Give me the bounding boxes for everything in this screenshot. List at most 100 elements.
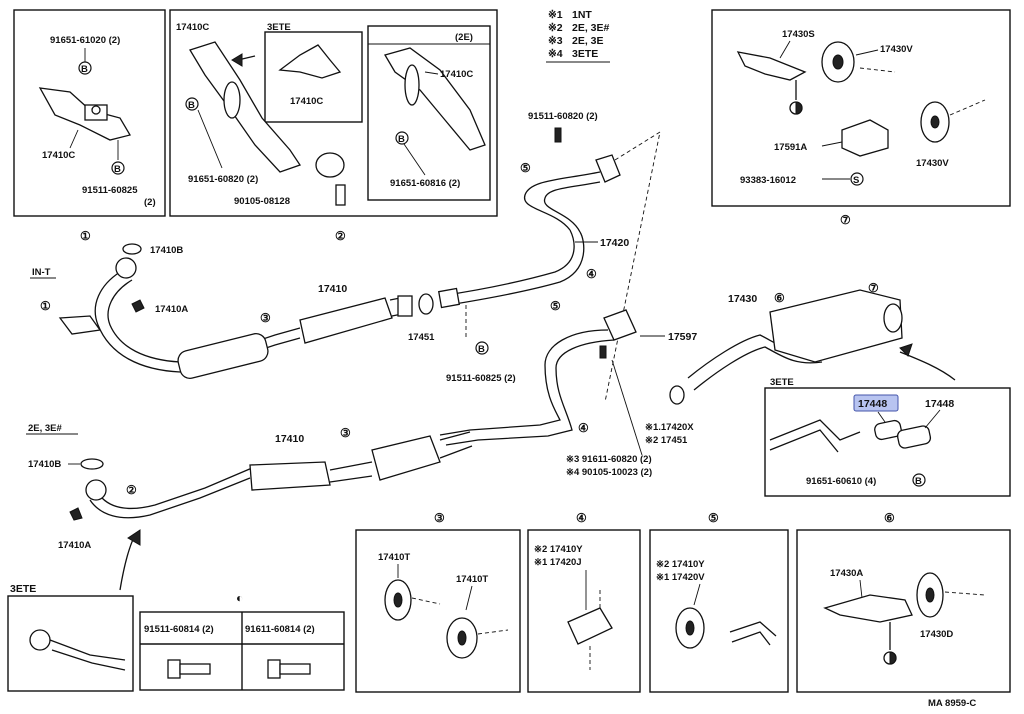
part-17410-main[interactable]: 17410 [318,283,347,295]
drawing-reference: MA 8959-C [928,698,976,709]
part-17410y-b[interactable]: ※2 17410Y [656,559,705,570]
legend-1-mark: ※1 [548,9,563,21]
part-17430a[interactable]: 17430A [830,568,863,579]
part-17420x[interactable]: ※1.17420X [645,422,694,433]
flange-17597[interactable] [603,309,637,341]
callout-4-b: ④ [578,421,589,435]
legend-4-text: 3ETE [572,48,598,60]
part-91651-60610[interactable]: 91651-60610 (4) [806,476,876,487]
part-17410c-a[interactable]: 17410C [176,22,209,33]
mark-s: S [853,175,859,186]
part-17591a[interactable]: 17591A [774,142,807,153]
part-17410a[interactable]: 17410A [155,304,188,315]
main-muffler-17430[interactable] [769,289,903,363]
callout-4-box: ④ [576,511,587,525]
callout-1: ① [80,229,91,243]
mark-b-2: B [114,164,121,175]
rubber-mount-4[interactable] [567,607,613,645]
callout-5-box: ⑤ [708,511,719,525]
part-90105-10023[interactable]: ※4 90105-10023 (2) [566,467,652,478]
part-91611-60820[interactable]: ※3 91611-60820 (2) [566,454,652,465]
part-91511-60820[interactable]: 91511-60820 (2) [528,111,598,122]
legend-3-text: 2E, 3E [572,35,604,47]
legend-4-mark: ※4 [548,48,563,60]
part-17597[interactable]: 17597 [668,331,697,343]
part-17420v[interactable]: ※1 17420V [656,572,705,583]
part-91511-60825[interactable]: 91511-60825 [82,185,138,196]
part-17410t-b[interactable]: 17410T [456,574,488,585]
bracket-3ete[interactable] [278,44,342,79]
part-17410-b[interactable]: 17410 [275,433,304,445]
callout-1-main: ① [40,299,51,313]
label-3ete: 3ETE [10,583,36,595]
part-17420[interactable]: 17420 [600,237,629,249]
callout-6-main: ⑥ [774,291,785,305]
legend-2-text: 2E, 3E# [572,22,610,34]
sub-title-3ete: 3ETE [267,22,291,33]
main-exhaust-assembly: IN-T ① 17410B 17410A ③ 17410 17451 B 915… [7,111,956,692]
part-90105-08128[interactable]: 90105-08128 [234,196,290,207]
part-17410b-2[interactable]: 17410B [28,459,61,470]
part-17430v[interactable]: 17430V [880,44,913,55]
part-17430v-b[interactable]: 17430V [916,158,949,169]
callout-3-b: ③ [340,426,351,440]
part-17410y[interactable]: ※2 17410Y [534,544,583,555]
mark-b-main: B [478,344,485,355]
part-17410a-2[interactable]: 17410A [58,540,91,551]
sub-muffler-17410[interactable] [299,297,393,344]
label-in-t: IN-T [32,267,51,278]
damper-17591a[interactable] [841,119,889,157]
callout-5-a: ⑤ [520,161,531,175]
sub-title-2e: (2E) [455,32,473,43]
part-17420j[interactable]: ※1 17420J [534,557,582,568]
detail-box-5: ⑤ ※2 17410Y ※1 17420V [649,511,789,693]
callout-5-b: ⑤ [550,299,561,313]
part-17430[interactable]: 17430 [728,293,757,305]
detail-box-4: ④ ※2 17410Y ※1 17420J [527,511,641,693]
part-17451-b[interactable]: ※2 17451 [645,435,688,446]
callout-7-main: ⑦ [868,281,879,295]
part-17448-highlight[interactable]: 17448 [858,398,887,410]
catalytic-converter[interactable] [371,435,441,481]
qty: (2) [144,197,156,208]
mark-b-2: B [398,134,405,145]
part-17410b[interactable]: 17410B [150,245,183,256]
part-17410c[interactable]: 17410C [42,150,75,161]
part-91651-60816[interactable]: 91651-60816 (2) [390,178,460,189]
callout-3-main: ③ [260,311,271,325]
bolt-91611-60814[interactable]: 91611-60814 (2) [245,624,315,635]
mark-b-3ete: B [915,476,922,487]
callout-2: ② [335,229,346,243]
detail-box-3: ③ 17410T 17410T [355,511,521,693]
part-17430d[interactable]: 17430D [920,629,953,640]
detail-box-6: ⑥ 17430A 17430D [796,511,1011,693]
part-17430s[interactable]: 17430S [782,29,815,40]
part-93383-16012[interactable]: 93383-16012 [740,175,796,186]
part-17410c-c[interactable]: 17410C [440,69,473,80]
legend-1-text: 1NT [572,9,592,21]
part-17410t-a[interactable]: 17410T [378,552,410,563]
sub-title-3ete-b: 3ETE [770,377,794,388]
legend-2-mark: ※2 [548,22,563,34]
callout-6-box: ⑥ [884,511,895,525]
bolt-table: ◐ 91511-60814 (2) 91611-60814 (2) [139,591,345,691]
mark-b: B [81,64,88,75]
bolt-91511-60814[interactable]: 91511-60814 (2) [144,624,214,635]
sub-muffler-17410-b[interactable] [249,461,331,491]
part-91651-60820[interactable]: 91651-60820 (2) [188,174,258,185]
bracket-17410c-main[interactable] [189,41,302,173]
label-2e-3e: 2E, 3E# [28,423,63,434]
part-17448[interactable]: 17448 [925,398,954,410]
part-91511-60825-main[interactable]: 91511-60825 (2) [446,373,516,384]
hanger-17430a[interactable] [823,594,913,623]
mark-b: B [188,100,195,111]
hanger-17430s[interactable] [736,51,807,81]
applicability-legend: ※1 1NT ※2 2E, 3E# ※3 2E, 3E ※4 3ETE [546,9,610,63]
part-91651-61020[interactable]: 91651-61020 (2) [50,35,120,46]
gasket-17410b[interactable] [122,243,142,255]
half-circle-symbol: ◐ [236,591,243,605]
part-17410c-b[interactable]: 17410C [290,96,323,107]
detail-box-2: 17410C 3ETE (2E) 17410C 17410C B 91651-6… [169,9,498,243]
legend-3-mark: ※3 [548,35,563,47]
part-17451[interactable]: 17451 [408,332,435,343]
